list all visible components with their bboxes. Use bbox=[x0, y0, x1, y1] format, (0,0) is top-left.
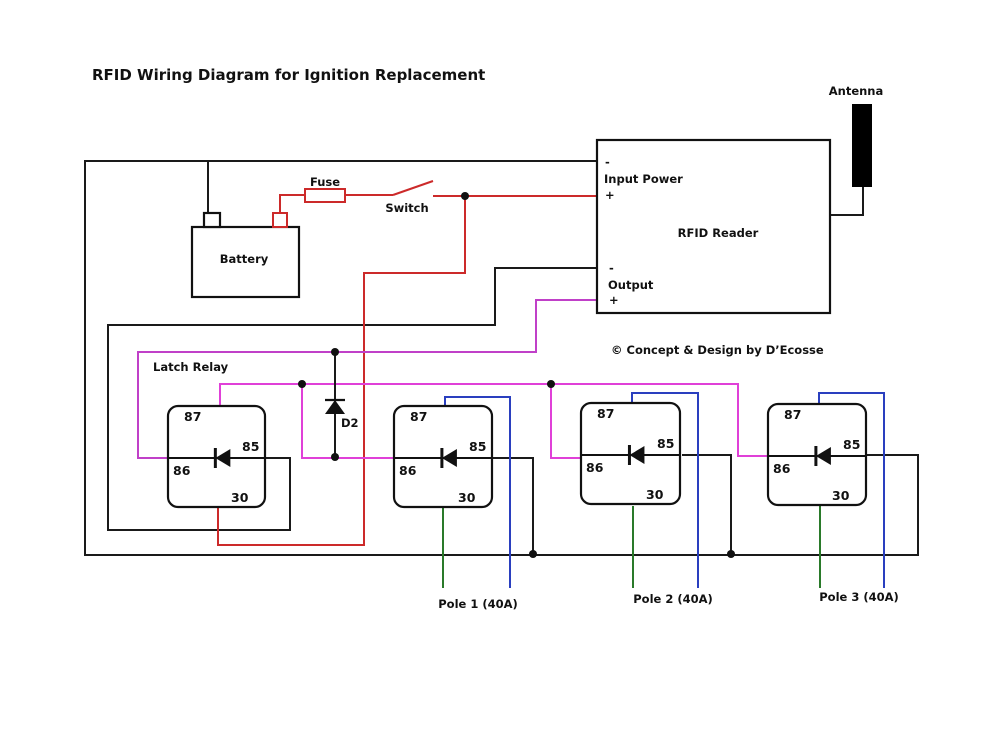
junction-dot bbox=[298, 380, 306, 388]
relay-pole1: 87 85 86 30 bbox=[392, 404, 494, 509]
input-power-label: Input Power bbox=[604, 172, 683, 186]
relay2-85-wire bbox=[682, 454, 732, 555]
pole-30-wires bbox=[442, 506, 821, 588]
battery: Battery bbox=[190, 211, 301, 299]
relays: 87 85 86 30 87 85 86 30 87 85 86 30 87 85 86 30 bbox=[166, 401, 868, 509]
diode-d2: D2 bbox=[325, 352, 359, 458]
diode-label: D2 bbox=[341, 416, 359, 430]
input-minus-sign: - bbox=[605, 155, 610, 169]
copyright-text: © Concept & Design by D’Ecosse bbox=[611, 343, 824, 357]
relay-pin-30: 30 bbox=[832, 488, 850, 503]
pole3-87-wire bbox=[818, 392, 885, 588]
junctions bbox=[298, 192, 735, 558]
relay-pin-86: 86 bbox=[586, 460, 604, 475]
fuse-label: Fuse bbox=[310, 175, 340, 189]
relay-diode-icon bbox=[629, 446, 645, 464]
battery-positive-wire bbox=[279, 194, 305, 213]
switch-label: Switch bbox=[385, 201, 428, 215]
relay-pin-87: 87 bbox=[184, 409, 201, 424]
antenna: Antenna bbox=[829, 84, 884, 187]
rfid-reader-body bbox=[595, 138, 832, 315]
pole-87-wires bbox=[444, 392, 885, 588]
relay-pin-30: 30 bbox=[458, 490, 476, 505]
latch-relay-30-wire bbox=[217, 196, 466, 546]
pole1-87-wire bbox=[444, 396, 511, 588]
relay-pin-85: 85 bbox=[469, 439, 486, 454]
input-plus-sign: + bbox=[605, 188, 615, 202]
power-wires bbox=[217, 180, 597, 546]
rfid-reader-label: RFID Reader bbox=[678, 226, 759, 240]
antenna-label: Antenna bbox=[829, 84, 884, 98]
junction-dot bbox=[529, 550, 537, 558]
output-negative-wire bbox=[107, 267, 597, 531]
battery-positive-terminal bbox=[272, 212, 288, 228]
switch-lever bbox=[392, 180, 434, 196]
relay-pin-86: 86 bbox=[173, 463, 191, 478]
relay2-86-wire bbox=[550, 384, 581, 459]
antenna-wire bbox=[831, 187, 864, 216]
latch-relay-label: Latch Relay bbox=[153, 360, 229, 374]
pole1-label: Pole 1 (40A) bbox=[438, 597, 518, 611]
relay-pin-30: 30 bbox=[646, 487, 664, 502]
pole3-label: Pole 3 (40A) bbox=[819, 590, 899, 604]
main-ground-wire bbox=[84, 160, 919, 556]
output-plus-sign: + bbox=[609, 293, 619, 307]
relay-pin-86: 86 bbox=[773, 461, 791, 476]
relay-pin-85: 85 bbox=[843, 437, 860, 452]
relay-pin-85: 85 bbox=[242, 439, 259, 454]
battery-negative-terminal bbox=[202, 211, 222, 229]
diagram-title: RFID Wiring Diagram for Ignition Replace… bbox=[92, 66, 485, 84]
junction-dot bbox=[331, 453, 339, 461]
relay1-86-wire bbox=[301, 384, 394, 459]
pole2-label: Pole 2 (40A) bbox=[633, 592, 713, 606]
output-label: Output bbox=[608, 278, 654, 292]
relay-latch: 87 85 86 30 bbox=[166, 404, 267, 509]
battery-body bbox=[190, 225, 301, 299]
junction-dot bbox=[461, 192, 469, 200]
relay-diode-icon bbox=[441, 449, 457, 467]
relay-pole2: 87 85 86 30 bbox=[579, 401, 682, 506]
ground-wires bbox=[84, 160, 919, 556]
relay-pin-85: 85 bbox=[657, 436, 674, 451]
relay-diode-icon bbox=[815, 447, 831, 465]
junction-dot bbox=[547, 380, 555, 388]
rfid-reader: - Input Power + RFID Reader - Output + bbox=[595, 138, 832, 315]
antenna-icon bbox=[852, 104, 872, 187]
latch-87-bus bbox=[219, 383, 768, 457]
relay-pin-87: 87 bbox=[784, 407, 801, 422]
relay-pin-86: 86 bbox=[399, 463, 417, 478]
relay-pole3: 87 85 86 30 bbox=[766, 402, 868, 507]
junction-dot bbox=[727, 550, 735, 558]
pole2-87-wire bbox=[631, 392, 699, 588]
diode-icon bbox=[325, 400, 345, 414]
relay-pin-30: 30 bbox=[231, 490, 249, 505]
relay-pin-87: 87 bbox=[597, 406, 614, 421]
battery-label: Battery bbox=[220, 252, 269, 266]
fuse: Fuse bbox=[304, 175, 346, 203]
output-minus-sign: - bbox=[609, 261, 614, 275]
fuse-body bbox=[304, 188, 346, 203]
relay-pin-87: 87 bbox=[410, 409, 427, 424]
relay-diode-icon bbox=[215, 449, 231, 467]
relay1-85-wire bbox=[492, 457, 534, 555]
junction-dot bbox=[331, 348, 339, 356]
